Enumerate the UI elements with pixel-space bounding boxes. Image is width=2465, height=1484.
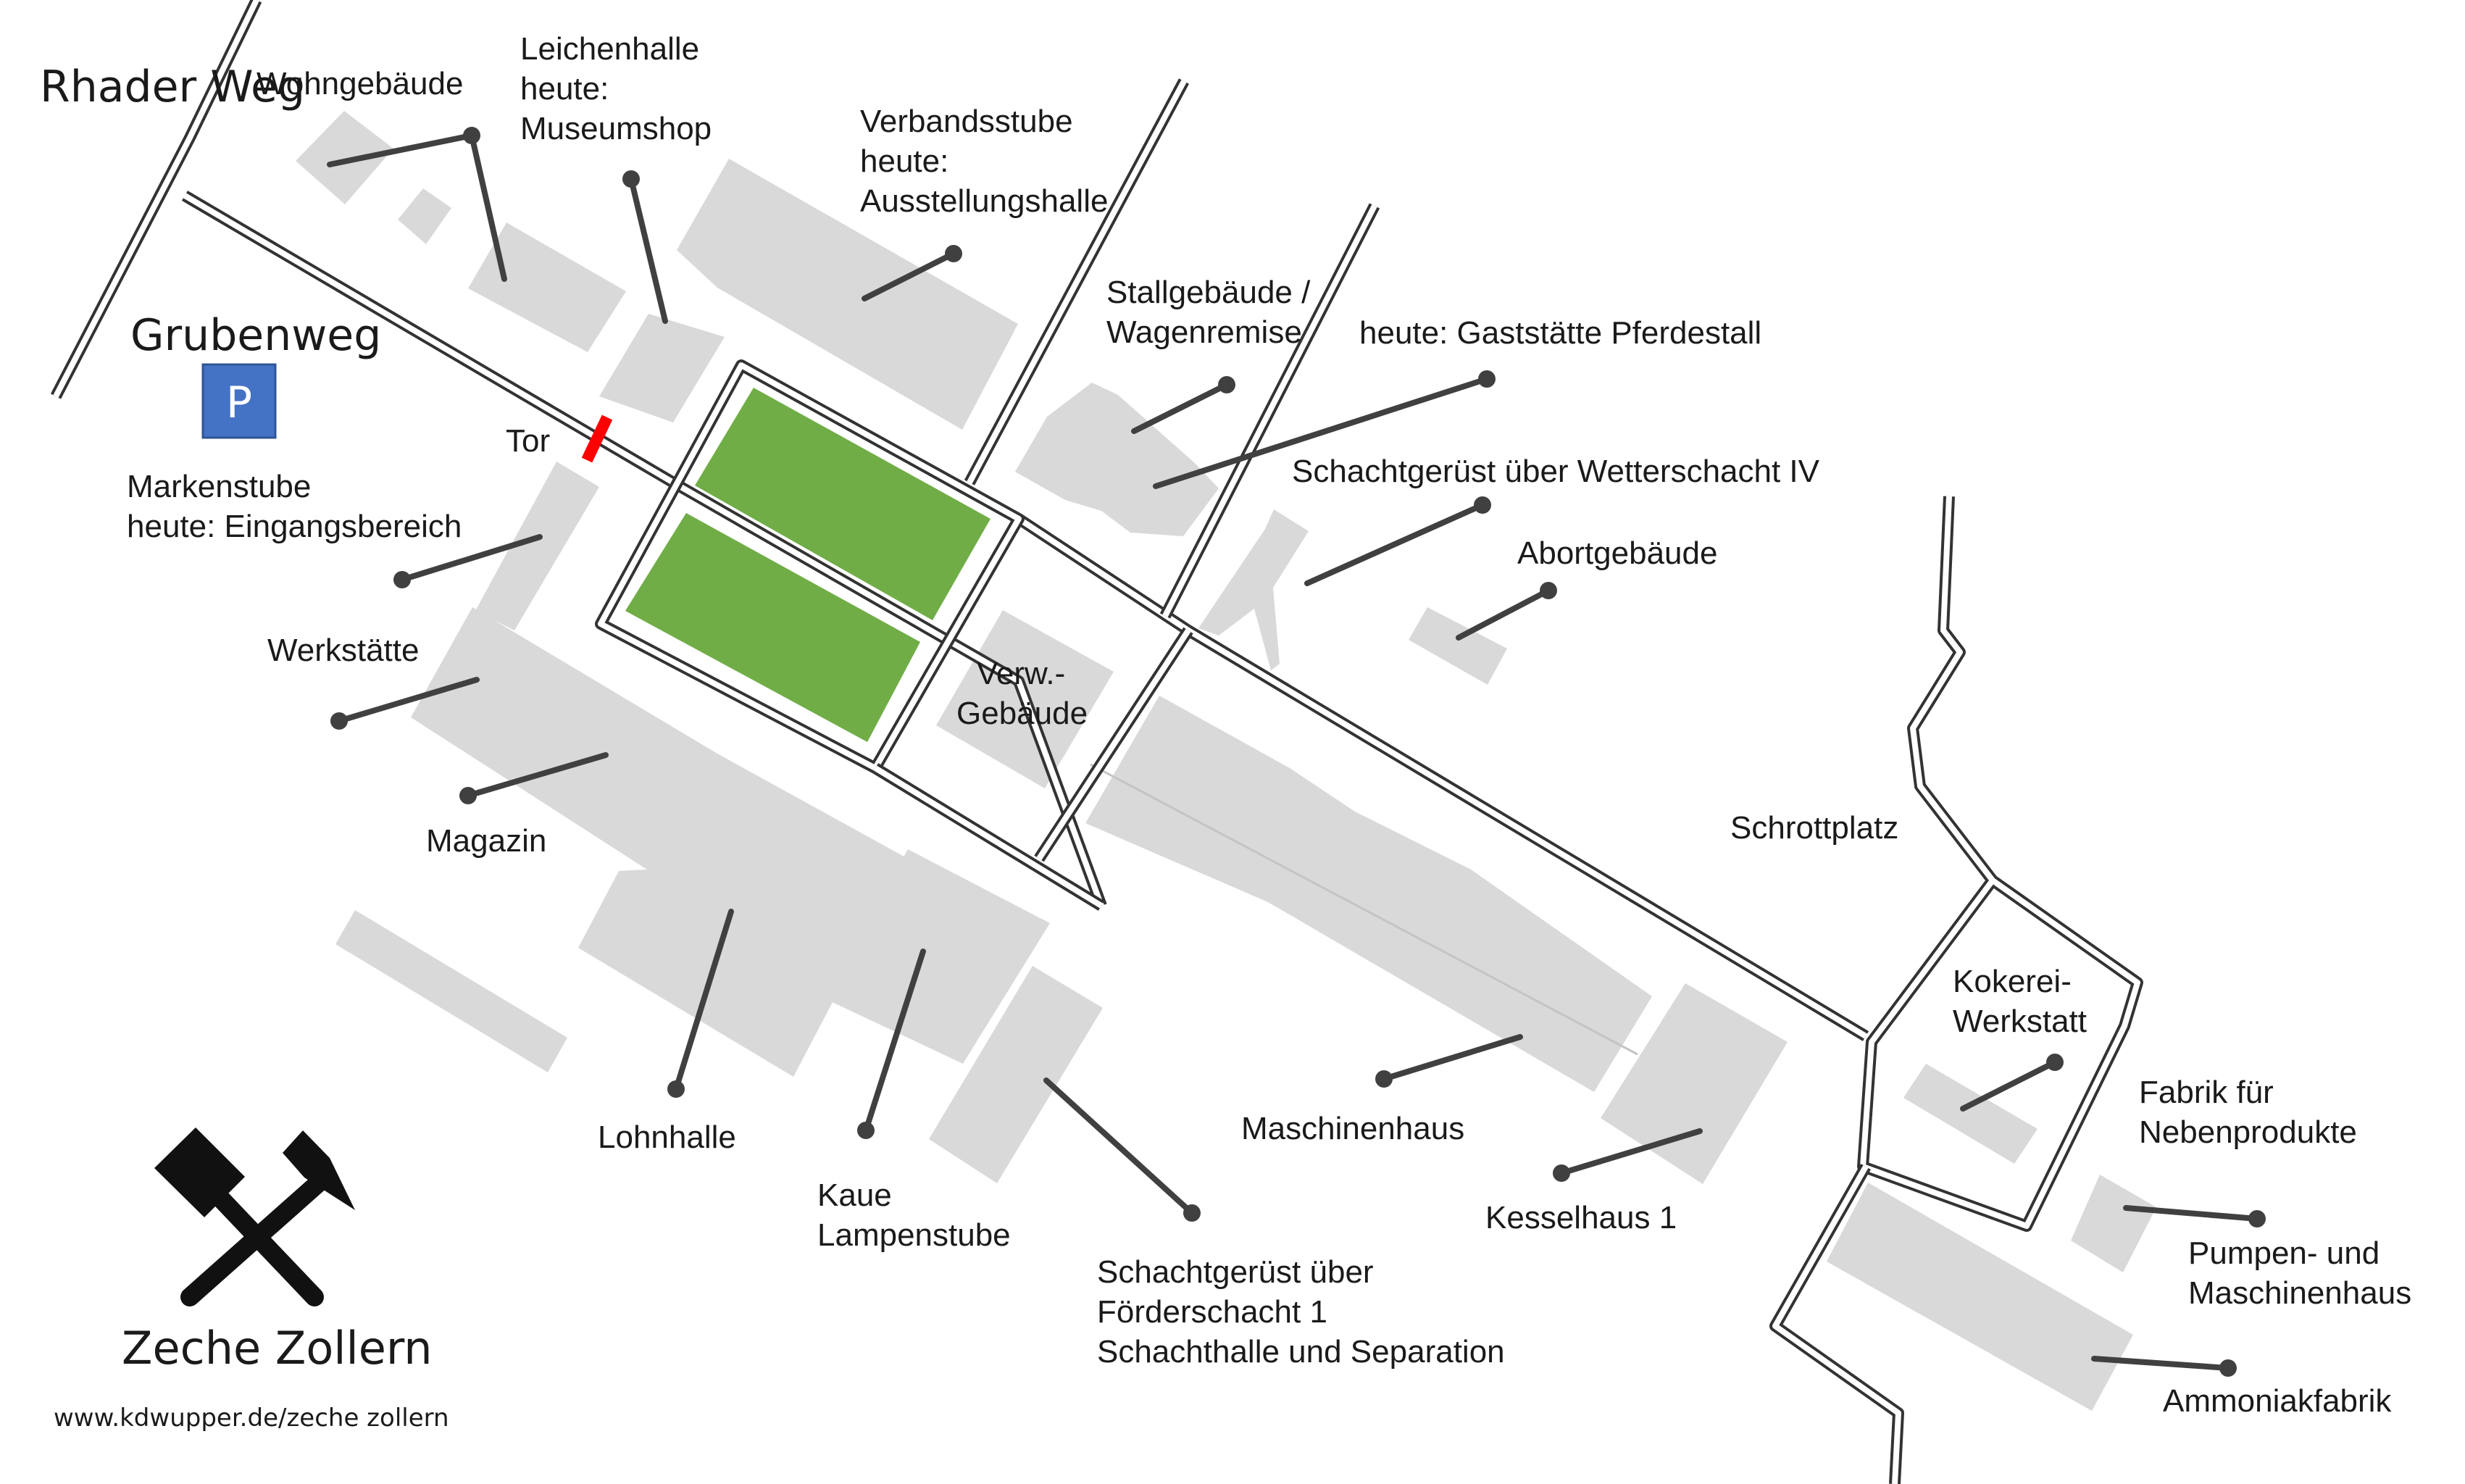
lawn-south — [625, 513, 920, 742]
road-label-rhader-weg: Rhader Weg — [40, 62, 305, 112]
label-tor: Tor — [506, 423, 550, 459]
site-title: Zeche Zollern — [122, 1322, 433, 1375]
parking-sign[interactable]: P — [201, 363, 277, 439]
building-stallgebaeude — [1015, 383, 1219, 536]
road-rhader-weg — [50, 0, 262, 399]
lawn-north — [695, 388, 990, 620]
label-maschinenhaus: Maschinenhaus — [1241, 1111, 1464, 1146]
label-kokerei: Kokerei- Werkstatt — [1953, 964, 2087, 1039]
label-fabrik: Fabrik für Nebenprodukte — [2139, 1075, 2357, 1150]
leader-lines — [327, 127, 2266, 1377]
label-lohnhalle: Lohnhalle — [598, 1120, 736, 1155]
building-markenstube — [475, 462, 599, 630]
label-wohngebaeude: Wohngebäude — [256, 66, 463, 101]
label-verbandsstube: Verbandsstube heute: Ausstellungshalle — [860, 104, 1108, 219]
building-ammoniakfabrik — [1827, 1183, 2133, 1411]
building-maschinenhaus — [1085, 696, 1652, 1092]
building-long-annex — [335, 910, 567, 1072]
building-kaue — [825, 849, 1050, 1064]
building-leichenhalle — [599, 314, 725, 422]
label-kaue: Kaue Lampenstube — [817, 1177, 1011, 1253]
hammer-and-pick-icon — [154, 1127, 355, 1306]
road-middle — [1034, 627, 1193, 862]
roads — [50, 0, 2143, 1484]
label-verwaltung: Verw.- Gebäude — [956, 656, 1088, 731]
gate-marker — [581, 414, 613, 463]
label-foerderschacht: Schachtgerüst über Förderschacht 1 Schac… — [1097, 1254, 1505, 1370]
parking-label: P — [226, 378, 252, 428]
label-werkstaette: Werkstätte — [267, 633, 419, 668]
parking-icon[interactable] — [201, 363, 277, 439]
building-wohngebaeude — [296, 111, 393, 204]
lawns — [625, 388, 990, 742]
road-east-loop — [1857, 496, 2143, 1232]
building-wohngebaeude-2 — [468, 222, 626, 352]
road-east-south — [1769, 1164, 1904, 1484]
road-grubenweg — [181, 191, 1107, 908]
building-foerderschacht — [929, 966, 1103, 1183]
building-kesselhaus — [1601, 983, 1788, 1184]
label-pumpen: Pumpen- und Maschinenhaus — [2188, 1235, 2411, 1311]
road-north-1 — [964, 78, 1190, 485]
label-leichenhalle: Leichenhalle heute: Museumshop — [520, 31, 712, 146]
building-pumpenhaus — [2071, 1175, 2156, 1272]
building-abort — [1409, 607, 1507, 685]
building-lohnhalle — [578, 754, 908, 1077]
building-shed — [398, 188, 451, 244]
label-abortgebaeude: Abortgebäude — [1517, 535, 1717, 571]
building-verbandsstube — [677, 159, 1018, 430]
website-link[interactable]: www.kdwupper.de/zeche zollern — [54, 1404, 449, 1433]
label-stallgebaeude: Stallgebäude / Wagenremise — [1106, 275, 1319, 350]
label-schachtgeruest-iv: Schachtgerüst über Wetterschacht IV — [1292, 454, 1820, 489]
buildings — [296, 111, 2156, 1411]
label-schrottplatz: Schrottplatz — [1730, 810, 1898, 846]
building-werkstaette — [411, 607, 717, 870]
building-schachtgeruest-iv — [1198, 509, 1309, 670]
label-ammoniakfabrik: Ammoniakfabrik — [2163, 1383, 2392, 1419]
label-markenstube: Markenstube heute: Eingangsbereich — [127, 469, 462, 544]
label-kesselhaus: Kesselhaus 1 — [1485, 1200, 1677, 1235]
label-pferdestall: heute: Gaststätte Pferdestall — [1359, 315, 1761, 351]
road-south-branch — [872, 763, 1105, 911]
road-label-grubenweg: Grubenweg — [130, 310, 381, 361]
building-kokerei — [1903, 1064, 2038, 1164]
label-magazin: Magazin — [426, 823, 546, 859]
road-north-2 — [1159, 203, 1380, 619]
